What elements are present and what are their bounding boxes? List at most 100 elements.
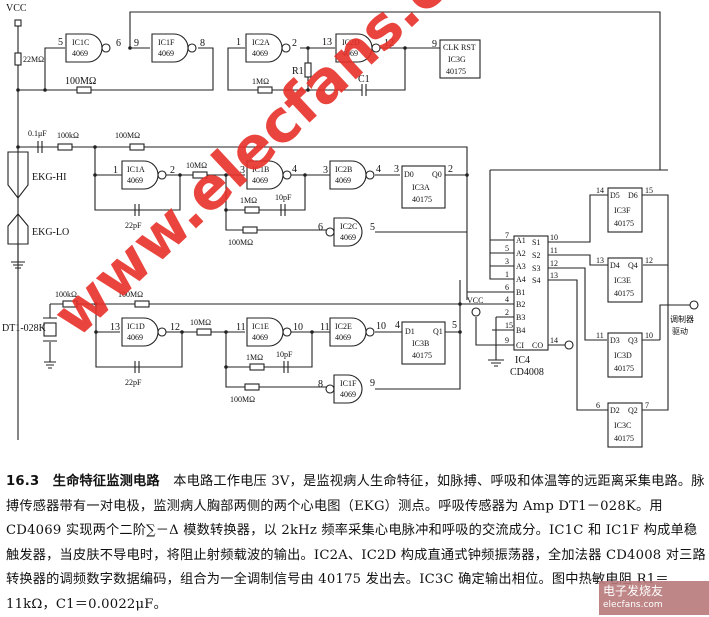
gate-part: 4069 — [335, 176, 351, 185]
gate-label: IC1D — [127, 322, 145, 331]
gate-label: IC2B — [335, 165, 352, 174]
vcc-terminal-ic4 — [471, 307, 481, 317]
resistor-label: 100kΩ — [57, 131, 79, 140]
pin-label: 9 — [432, 39, 437, 50]
pin-label: 12 — [170, 322, 180, 333]
gate-label: IC2C — [340, 222, 357, 231]
gate-part: 4069 — [340, 390, 356, 399]
monostable-section: VCC 22MΩ 100MΩ IC1C 4069 5 6 IC1F 4069 9… — [6, 3, 661, 440]
ic4-box — [513, 235, 549, 351]
pin-number: 12 — [550, 259, 558, 268]
gate-label: IC1E — [252, 322, 269, 331]
pin-label: 6 — [116, 38, 121, 49]
pin-number: 13 — [596, 256, 604, 265]
pin-number: 11 — [550, 246, 558, 255]
ic3g-part: 40175 — [446, 67, 466, 76]
gate-ic1f-part: 4069 — [158, 49, 174, 58]
pin-number: 14 — [596, 186, 604, 195]
pin-name: Q2 — [628, 406, 638, 415]
ic3g-box — [439, 39, 481, 79]
pin-label: 8 — [200, 38, 205, 49]
pin-number: 12 — [645, 256, 653, 265]
pin-number: 15 — [645, 186, 653, 195]
pin-number: 7 — [645, 401, 649, 410]
pin-label: 2 — [448, 164, 453, 175]
vcc-terminal — [14, 19, 22, 27]
pin-label: 6 — [318, 222, 323, 233]
capacitor-c1 — [362, 84, 366, 96]
pin-name: A1 — [516, 236, 526, 245]
pin-label: 4 — [292, 164, 297, 175]
pin-number: 3 — [505, 257, 509, 266]
capacitor-10pf — [283, 361, 289, 373]
pin-label: 4 — [376, 164, 381, 175]
resistor-label: 100MΩ — [115, 131, 140, 140]
capacitor-10pf — [280, 204, 286, 216]
pin-number: 14 — [550, 336, 558, 345]
pin-label: 2 — [170, 165, 175, 176]
gate-part: 4069 — [252, 176, 268, 185]
pin-label: 3 — [240, 165, 245, 176]
resistor-22m — [14, 52, 22, 66]
pin-name: A3 — [516, 262, 526, 271]
gate-ic2d-label: IC2D — [342, 38, 360, 47]
gate-part: 4069 — [127, 176, 143, 185]
pin-number: 10 — [645, 331, 653, 340]
pin-name: B3 — [516, 313, 525, 322]
gate-ic2a-part: 4069 — [252, 49, 268, 58]
modulator-label: 调制器 — [670, 314, 694, 324]
resistor-1m — [257, 86, 273, 94]
pin-label: 11 — [236, 322, 246, 333]
ic4-part: CD4008 — [510, 367, 544, 378]
gate-part: 4069 — [340, 233, 356, 242]
respiration-converter-section: DT1-028K 100kΩ 100MΩ IC1D 4069 13 12 10M… — [2, 280, 462, 404]
ekg-lo-label: EKG-LO — [32, 227, 69, 238]
ic3b-box — [401, 321, 446, 365]
capacitor-label: 0.1μF — [28, 129, 47, 138]
ic-label: IC3B — [412, 339, 429, 348]
ic-label: IC3F — [614, 206, 631, 215]
figure-caption: 16.3 生命特征监测电路 本电路工作电压 3V，是监视病人生命特征，如脉搏、呼… — [6, 470, 706, 617]
pin-label: 5 — [58, 37, 63, 48]
capacitor-0-1uf — [37, 141, 43, 153]
ic-label: IC3A — [412, 183, 430, 192]
ekg-hi-electrode — [7, 151, 29, 199]
pin-label: 2 — [292, 38, 297, 49]
resistor-label: 100kΩ — [55, 290, 77, 299]
gate-ic1f-label: IC1F — [158, 38, 175, 47]
gate-ic1c-part: 4069 — [72, 49, 88, 58]
gate-label: IC1F — [340, 379, 357, 388]
pin-label: 8 — [318, 379, 323, 390]
pin-label: 3 — [394, 164, 399, 175]
pin-name: S3 — [532, 264, 540, 273]
site-logo: 电子发烧友 elecfans.com — [599, 581, 709, 615]
pin-number: 1 — [505, 270, 509, 279]
pin-name: B1 — [516, 288, 525, 297]
resistor-100m-2 — [242, 226, 258, 234]
circuit-diagram: VCC 22MΩ 100MΩ IC1C 4069 5 6 IC1F 4069 9… — [2, 3, 699, 448]
caption-heading: 16.3 生命特征监测电路 — [6, 474, 160, 489]
ic-label: IC3E — [614, 276, 631, 285]
pin-label: 9 — [370, 378, 375, 389]
resistor-label: 10MΩ — [186, 161, 207, 170]
pin-name: D4 — [610, 261, 620, 270]
pin-number: 4 — [505, 295, 509, 304]
ic-part: 40175 — [412, 351, 432, 360]
pin-name: Q1 — [433, 327, 443, 336]
resistor-1m — [249, 363, 265, 371]
resistor-100m — [76, 86, 92, 94]
pin-number: 9 — [505, 336, 509, 345]
ground-icon — [44, 361, 56, 369]
pin-name: CO — [532, 341, 543, 350]
pin-number: 13 — [550, 271, 558, 280]
pin-label: 5 — [370, 222, 375, 233]
caption-body: 本电路工作电压 3V，是监视病人生命特征，如脉搏、呼吸和体温等的远距离采集电路。… — [6, 474, 706, 612]
resistor-1m — [244, 206, 260, 214]
